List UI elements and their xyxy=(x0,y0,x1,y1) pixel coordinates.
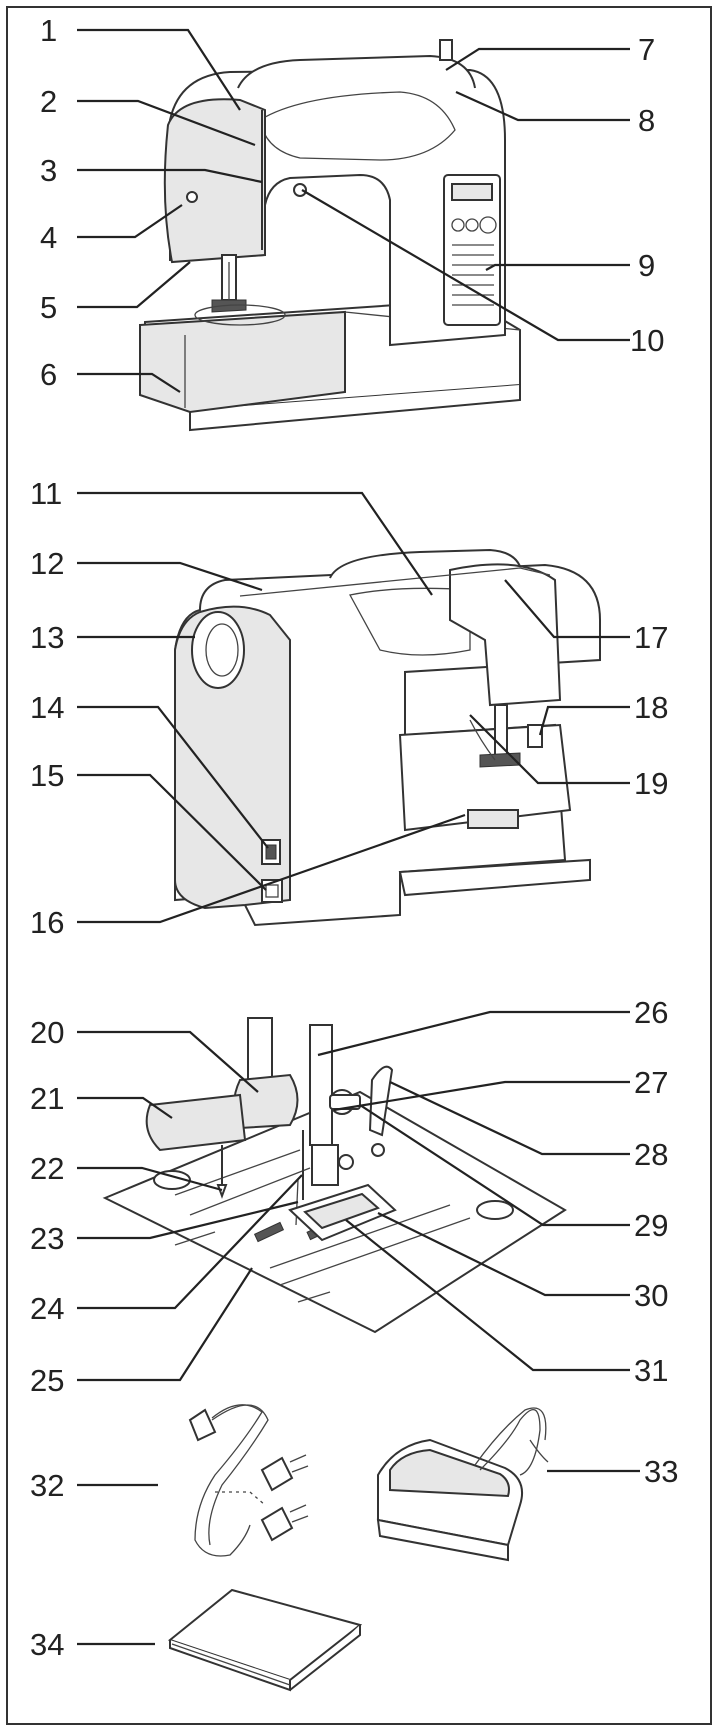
callout-30: 30 xyxy=(634,1278,668,1313)
callout-21: 21 xyxy=(30,1081,64,1116)
leader-20 xyxy=(77,1030,259,1093)
machine-front-view xyxy=(139,39,521,432)
callout-12: 12 xyxy=(30,546,64,581)
leader-30 xyxy=(377,1212,630,1297)
callout-18: 18 xyxy=(634,690,668,725)
leader-18 xyxy=(538,705,630,736)
leader-14 xyxy=(77,705,269,849)
callout-10: 10 xyxy=(630,323,664,358)
leader-28 xyxy=(389,1081,630,1156)
callout-9: 9 xyxy=(638,248,655,283)
leader-25 xyxy=(77,1267,253,1382)
callout-3: 3 xyxy=(40,153,57,188)
callout-15: 15 xyxy=(30,758,64,793)
leader-29 xyxy=(359,1104,630,1227)
callout-25: 25 xyxy=(30,1363,64,1398)
callout-27: 27 xyxy=(634,1065,668,1100)
leader-27 xyxy=(333,1080,630,1112)
callout-31: 31 xyxy=(634,1353,668,1388)
callout-33: 33 xyxy=(644,1454,678,1489)
leader-lines xyxy=(77,28,640,1646)
callout-23: 23 xyxy=(30,1221,64,1256)
callout-34: 34 xyxy=(30,1627,64,1662)
instruction-manual xyxy=(167,1588,363,1692)
callout-22: 22 xyxy=(30,1151,64,1186)
callout-1: 1 xyxy=(40,13,57,48)
leader-24 xyxy=(77,1174,303,1310)
foot-controller xyxy=(376,1407,549,1562)
leader-15 xyxy=(77,773,267,891)
leader-4 xyxy=(77,204,183,239)
presser-foot-closeup xyxy=(102,1017,567,1334)
callout-14: 14 xyxy=(30,690,64,725)
callout-2: 2 xyxy=(40,84,57,119)
leader-21 xyxy=(77,1096,173,1119)
callout-6: 6 xyxy=(40,357,57,392)
leader-7 xyxy=(445,47,630,71)
callout-8: 8 xyxy=(638,103,655,138)
callout-7: 7 xyxy=(638,32,655,67)
callout-28: 28 xyxy=(634,1137,668,1172)
leader-8 xyxy=(455,90,630,122)
power-cord xyxy=(188,1404,309,1557)
leader-17 xyxy=(504,579,630,639)
callout-labels: 1 2 3 4 5 6 7 8 9 10 11 12 13 14 15 16 1… xyxy=(30,13,678,1662)
leader-16 xyxy=(77,813,466,924)
leader-12 xyxy=(77,561,263,592)
leader-19 xyxy=(469,714,630,785)
leader-31 xyxy=(345,1219,630,1372)
leader-3 xyxy=(77,168,263,184)
callout-13: 13 xyxy=(30,620,64,655)
callout-11: 11 xyxy=(30,476,62,511)
callout-29: 29 xyxy=(634,1208,668,1243)
callout-19: 19 xyxy=(634,766,668,801)
callout-32: 32 xyxy=(30,1468,64,1503)
leader-1 xyxy=(77,28,241,111)
callout-24: 24 xyxy=(30,1291,64,1326)
callout-26: 26 xyxy=(634,995,668,1030)
leader-11 xyxy=(77,491,433,596)
callout-4: 4 xyxy=(40,220,57,255)
callout-17: 17 xyxy=(634,620,668,655)
callout-16: 16 xyxy=(30,905,64,940)
leader-5 xyxy=(77,261,191,309)
leader-22 xyxy=(77,1166,223,1192)
leader-6 xyxy=(77,372,181,393)
callout-20: 20 xyxy=(30,1015,64,1050)
machine-rear-view xyxy=(174,548,601,927)
leader-10 xyxy=(301,189,630,342)
leader-9 xyxy=(485,263,630,271)
leader-26 xyxy=(317,1010,630,1057)
leader-23 xyxy=(77,1200,299,1240)
callout-5: 5 xyxy=(40,290,57,325)
leader-2 xyxy=(77,99,256,147)
